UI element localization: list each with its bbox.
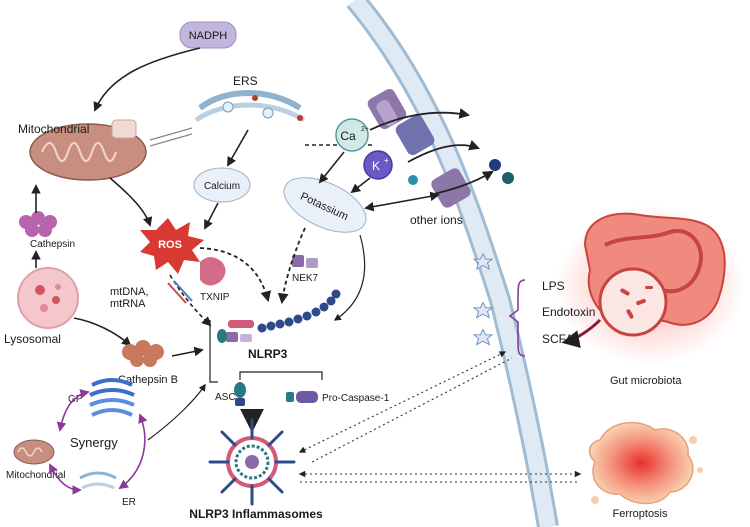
- ferroptosis-cell: [588, 421, 703, 505]
- gut-microbiota: [555, 205, 745, 365]
- endotoxin-item: Endotoxin: [472, 301, 595, 319]
- arrow-potassium-nlrp3: [277, 227, 306, 305]
- asc-caspase-bracket: [239, 371, 323, 380]
- ion-dot-1: [489, 159, 501, 171]
- lysosome: [17, 267, 79, 329]
- synergy-label: Synergy: [70, 435, 118, 450]
- arrow-gp-er: [118, 413, 148, 490]
- ros-burst: ROS: [140, 218, 204, 274]
- cathepsin-b-label: Cathepsin B: [118, 374, 178, 386]
- arrow-mito-er: [49, 463, 82, 495]
- arrow-calcium-ros: [204, 202, 219, 230]
- arrow-ca-potassium: [318, 151, 345, 184]
- arrow-gut-factors: [561, 318, 602, 348]
- lysosomal-label: Lysosomal: [4, 332, 61, 346]
- ion-channel-3: [431, 168, 471, 208]
- arrow-k-potassium: [350, 177, 371, 194]
- arrow-mito-ros: [109, 177, 153, 227]
- mtdna-strand: [167, 280, 193, 304]
- inflammasome-structure: [208, 418, 296, 506]
- mito-er-link-a: [149, 127, 193, 141]
- nadph-node: NADPH: [179, 21, 237, 49]
- ion-dot-2: [502, 172, 514, 184]
- nek7-protein: [292, 255, 318, 268]
- convergence-bracket: [209, 320, 218, 383]
- cathepsin-label: Cathepsin: [30, 239, 75, 250]
- factors-brace: [508, 279, 526, 357]
- endotoxin-label: Endotoxin: [542, 305, 595, 319]
- nlrp3-complex: [217, 289, 341, 343]
- arrow-mito-gp: [56, 389, 90, 432]
- arrow-nadph-mito: [93, 47, 201, 112]
- lps-label: LPS: [542, 279, 565, 293]
- mitochondrial-small-label: Mitochondrial: [6, 470, 65, 481]
- pro-caspase-protein: [286, 391, 318, 403]
- ca-ion-label: Ca: [340, 129, 356, 143]
- channel-arrow-2: [407, 140, 481, 163]
- asc-protein: [234, 382, 246, 406]
- scfas-item: SCFAs: [472, 328, 579, 346]
- ion-channel-2: [395, 114, 435, 156]
- pro-caspase-label: Pro-Caspase-1: [322, 393, 390, 404]
- er-small-label: ER: [122, 497, 136, 508]
- nlrp3-label: NLRP3: [248, 347, 288, 361]
- scfas-label: SCFAs: [542, 332, 579, 346]
- nek7-label: NEK7: [292, 273, 319, 284]
- arrow-lyso-cathepsinb: [73, 317, 132, 347]
- ca-ion-charge: 2+: [361, 126, 369, 133]
- calcium-label: Calcium: [204, 181, 240, 192]
- mitochondrion: [29, 119, 147, 181]
- other-ions-label: other ions: [410, 213, 463, 227]
- potassium-node: Potassium: [283, 177, 367, 233]
- lps-item: LPS: [472, 252, 565, 293]
- arrow-membrane-nlrp3: [333, 234, 366, 321]
- ion-dot-3: [408, 175, 418, 185]
- link-factors-inflammasome-a: [298, 351, 507, 453]
- mito-er-link-b: [149, 133, 193, 147]
- arrow-synergy-nlrp3: [147, 383, 206, 441]
- k-ion-label: K: [372, 159, 380, 173]
- mtrna-label: mtRNA: [110, 298, 146, 310]
- calcium-node: Calcium: [193, 167, 251, 203]
- txnip-protein: [200, 257, 226, 286]
- k-ion-charge: +: [384, 156, 389, 165]
- calcium-ion: Ca 2+: [335, 118, 369, 152]
- mitochondrial-label: Mitochondrial: [18, 122, 89, 136]
- ferroptosis-label: Ferroptosis: [612, 508, 668, 520]
- inflammasomes-label: NLRP3 Inflammasomes: [189, 507, 323, 521]
- asc-label: ASC: [215, 392, 236, 403]
- er-stress: [194, 90, 306, 123]
- cell-membrane: [346, 0, 559, 527]
- potassium-ion: K +: [363, 150, 393, 180]
- link-factors-inflammasome-b: [311, 357, 513, 463]
- mtdna-label: mtDNA,: [110, 286, 149, 298]
- mitochondrion-small: [13, 439, 55, 465]
- ers-label: ERS: [233, 74, 258, 88]
- cathepsin-cluster: [19, 211, 57, 237]
- arrow-cathb-nlrp3: [171, 346, 204, 357]
- channel-arrow-1: [369, 108, 471, 131]
- gut-microbiota-label: Gut microbiota: [610, 375, 682, 387]
- er-small: [79, 471, 117, 490]
- ros-label: ROS: [158, 239, 182, 251]
- arrow-ros-nlrp3: [199, 247, 271, 303]
- nadph-label: NADPH: [189, 30, 228, 42]
- arrow-potassium-otherions: [364, 191, 440, 212]
- txnip-label: TXNIP: [200, 292, 230, 303]
- cathepsin-b-cluster: [122, 340, 164, 367]
- arrow-ers-calcium: [227, 129, 249, 167]
